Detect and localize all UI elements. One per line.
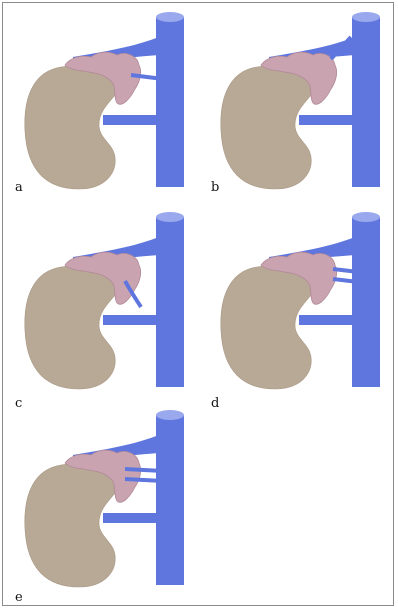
diagram-e <box>13 405 203 595</box>
panel-d: d <box>209 207 398 397</box>
diagram-a <box>13 7 203 197</box>
adrenal-vein-lower <box>125 479 163 481</box>
panel-c: c <box>13 207 203 397</box>
diagram-c <box>13 207 203 397</box>
figure-frame: a b c d e <box>2 2 394 606</box>
panel-e: e <box>13 405 203 595</box>
panel-label: d <box>211 397 219 410</box>
panel-label: e <box>15 591 23 604</box>
adrenal-vein-upper <box>125 469 163 471</box>
panel-label: b <box>211 181 219 194</box>
panel-label: a <box>15 181 23 194</box>
panel-a: a <box>13 7 203 197</box>
panel-b: b <box>209 7 398 197</box>
diagram-d <box>209 207 398 397</box>
diagram-b <box>209 7 398 197</box>
